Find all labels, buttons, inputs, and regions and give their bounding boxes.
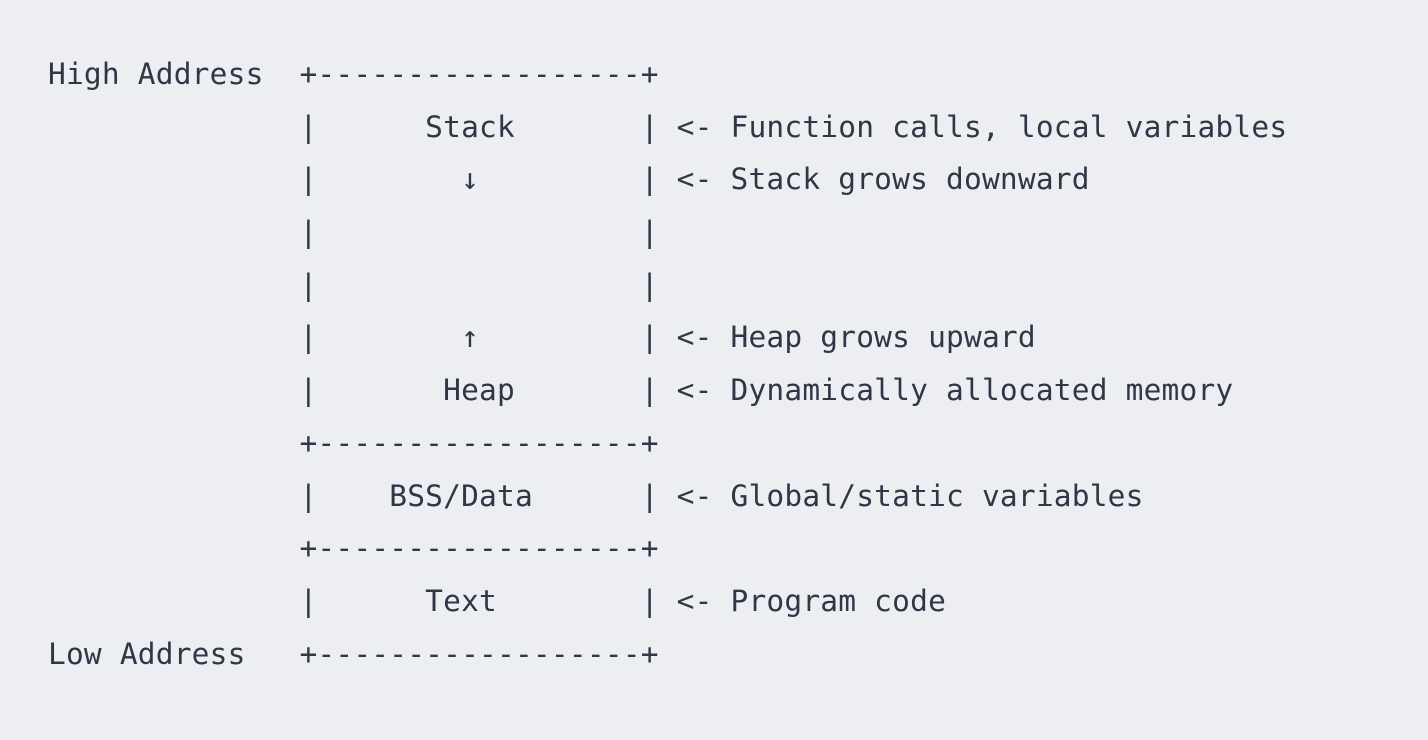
high-address-line: High Address +------------------+ bbox=[48, 57, 659, 91]
heap-bss-divider-line: +------------------+ bbox=[48, 425, 659, 460]
empty-region-line-2: | | bbox=[48, 267, 659, 302]
bss-data-line: | BSS/Data | <- Global/static variables bbox=[48, 478, 1144, 513]
text-segment-line: | Text | <- Program code bbox=[48, 583, 947, 618]
empty-region-line-1: | | bbox=[48, 215, 659, 250]
memory-layout-code-block: High Address +------------------+ | Stac… bbox=[48, 48, 1388, 680]
stack-line: | Stack | <- Function calls, local varia… bbox=[48, 109, 1288, 144]
data-text-divider-line: +------------------+ bbox=[48, 531, 659, 566]
stack-grows-line: | ↓ | <- Stack grows downward bbox=[48, 162, 1090, 197]
heap-line: | Heap | <- Dynamically allocated memory bbox=[48, 373, 1234, 408]
low-address-line: Low Address +------------------+ bbox=[48, 636, 659, 671]
heap-grows-line: | ↑ | <- Heap grows upward bbox=[48, 320, 1036, 355]
